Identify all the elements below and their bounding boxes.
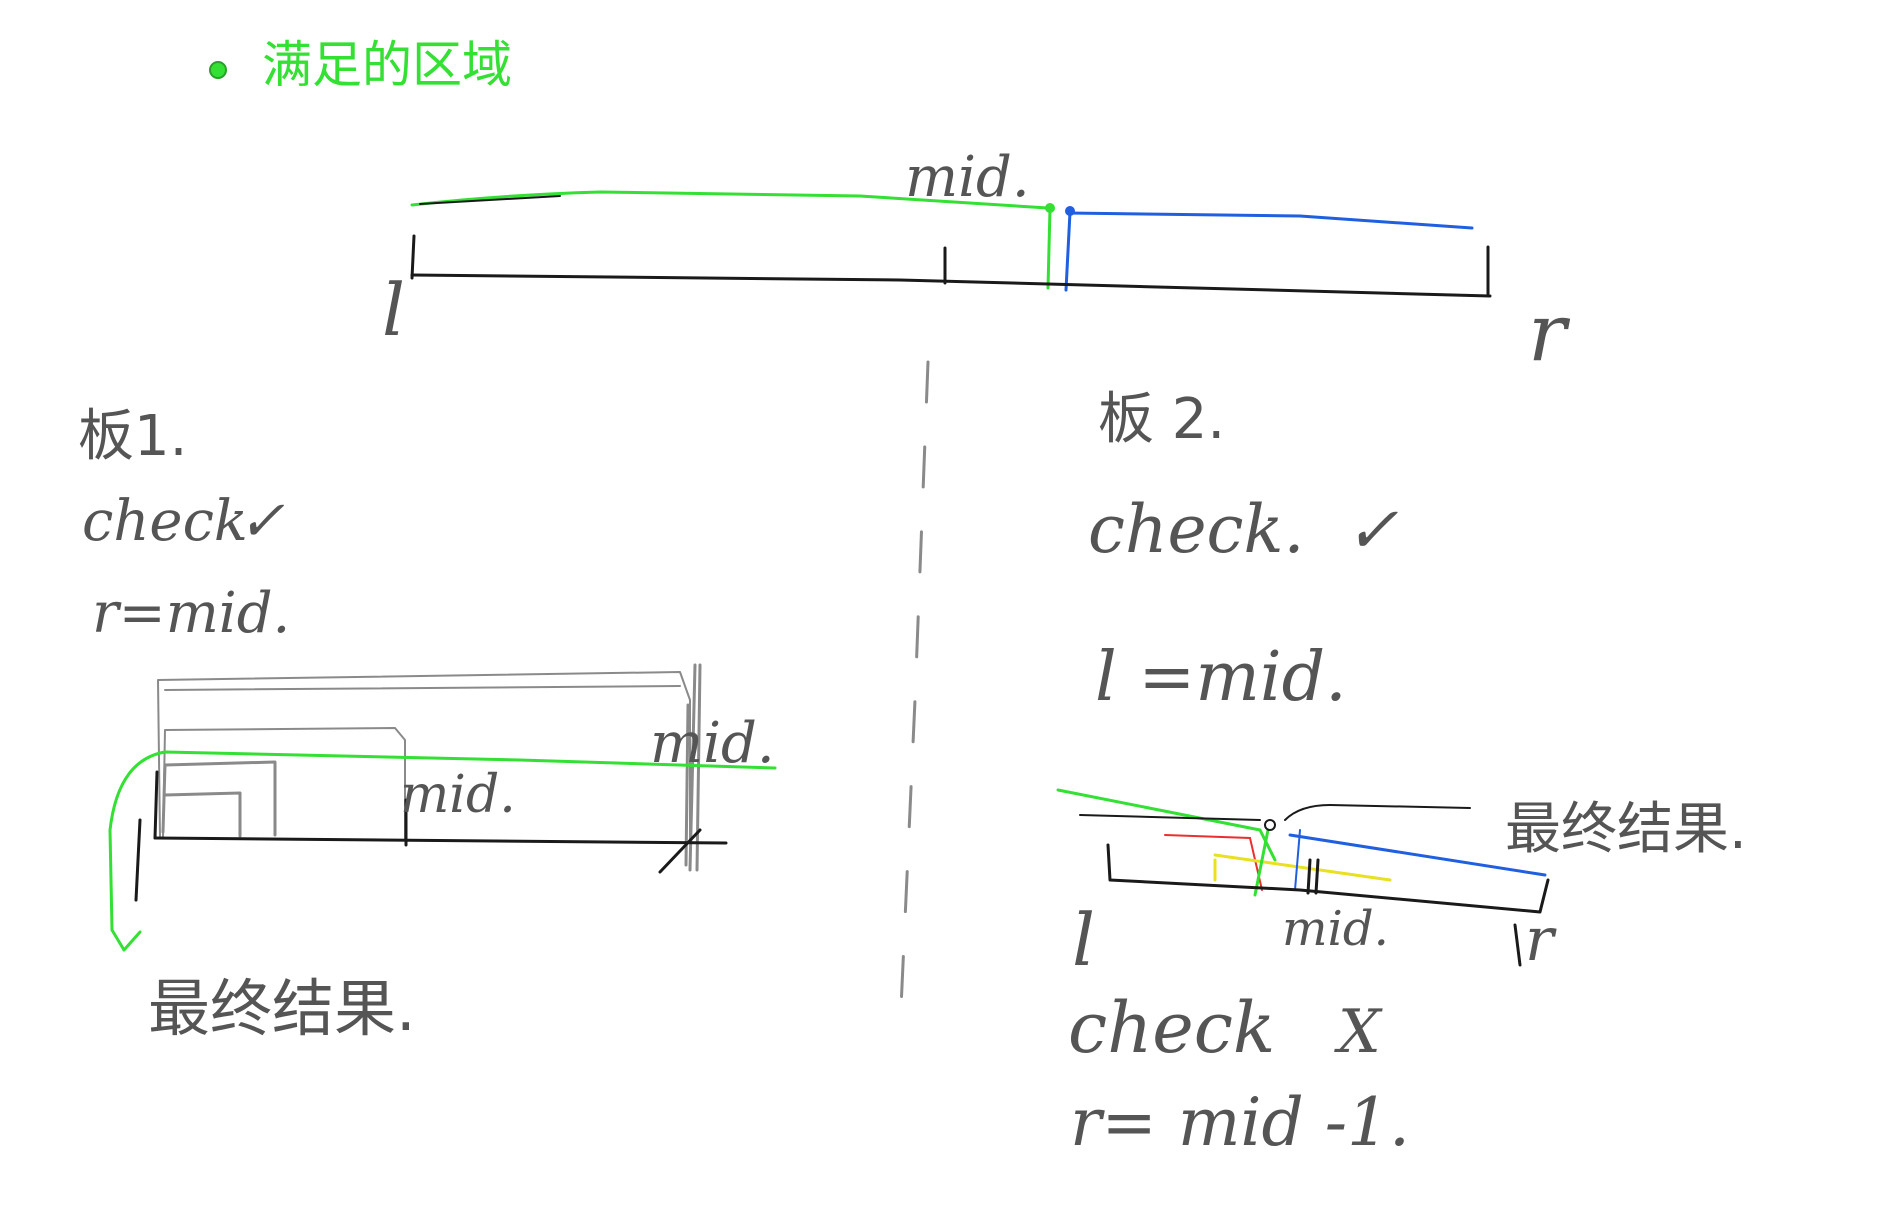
top-black-overline (419, 195, 561, 205)
template2: 板 2. check. ✓ l =mid. 最终结果. l mid. r che… (1056, 387, 1747, 1161)
template1-check-mark: ✓ (238, 489, 285, 554)
top-left-label: l (382, 268, 405, 352)
template1-title: 板1. (78, 404, 187, 469)
top-baseline (410, 273, 1492, 298)
template2-blue-region (1288, 833, 1547, 877)
template2-mid-ticks (1306, 858, 1320, 895)
template1-green-arrow-icon (110, 928, 142, 952)
legend-dot-icon (209, 61, 227, 79)
template1-check-line: check (82, 489, 248, 554)
template2-green-tick (1253, 828, 1270, 897)
template2-mid-label: mid. (1282, 901, 1389, 957)
template2-blue-tick (1294, 829, 1301, 891)
template2-check-fail-mark: X (1334, 997, 1383, 1067)
template1-baseline (153, 836, 728, 845)
template1-assign-line: r=mid. (92, 581, 290, 646)
template1-left-curve (134, 818, 142, 902)
template2-black-bracket-top (1079, 804, 1471, 821)
template1-outer-box (157, 671, 691, 841)
template1-result-label: 最终结果. (148, 972, 416, 1045)
top-green-tick (1046, 206, 1052, 290)
template1-inner-box (161, 760, 277, 837)
template2-baseline (1106, 843, 1550, 914)
top-mid-label: mid. (905, 145, 1030, 210)
template1-middle-box (162, 727, 406, 841)
template1-mid-label-outer: mid. (650, 711, 775, 776)
template2-title: 板 2. (1098, 387, 1225, 452)
top-green-point (1045, 203, 1055, 213)
top-blue-tick (1064, 210, 1072, 292)
top-axis: l mid. r (382, 145, 1571, 379)
template2-green-region (1056, 788, 1277, 862)
top-blue-region (1066, 211, 1474, 230)
template2-assign-line: l =mid. (1095, 638, 1347, 717)
template2-right-label: r (1525, 905, 1557, 975)
top-blue-point (1065, 206, 1075, 216)
template2-right-tail (1513, 923, 1522, 967)
template2-check-mark: ✓ (1345, 494, 1399, 568)
template1-right-ticks (684, 663, 702, 872)
legend: 满足的区域 (209, 36, 512, 94)
template2-left-label: l (1072, 898, 1095, 982)
template2-assign-fail-line: r= mid -1. (1070, 1084, 1410, 1161)
template2-point (1264, 819, 1276, 831)
template1-inner-box-2 (163, 791, 242, 838)
template1-green-region (108, 750, 777, 932)
template1-outer-box-2 (164, 685, 681, 691)
template2-check-fail-line: check (1068, 987, 1275, 1069)
template2-yellow-segment (1213, 853, 1392, 882)
center-divider (898, 360, 930, 1032)
top-right-label: r (1528, 286, 1571, 379)
template2-result-label: 最终结果. (1505, 797, 1747, 862)
top-left-bracket (410, 234, 416, 280)
legend-label: 满足的区域 (262, 36, 512, 94)
template1-left-tick (153, 770, 159, 840)
template1-right-cross (658, 828, 702, 874)
template2-check-line: check. (1088, 491, 1304, 568)
template1: 板1. check ✓ r=mid. mid. mid. 最终结果. (78, 404, 777, 1045)
template1-mid-label-inner: mid. (400, 765, 516, 825)
